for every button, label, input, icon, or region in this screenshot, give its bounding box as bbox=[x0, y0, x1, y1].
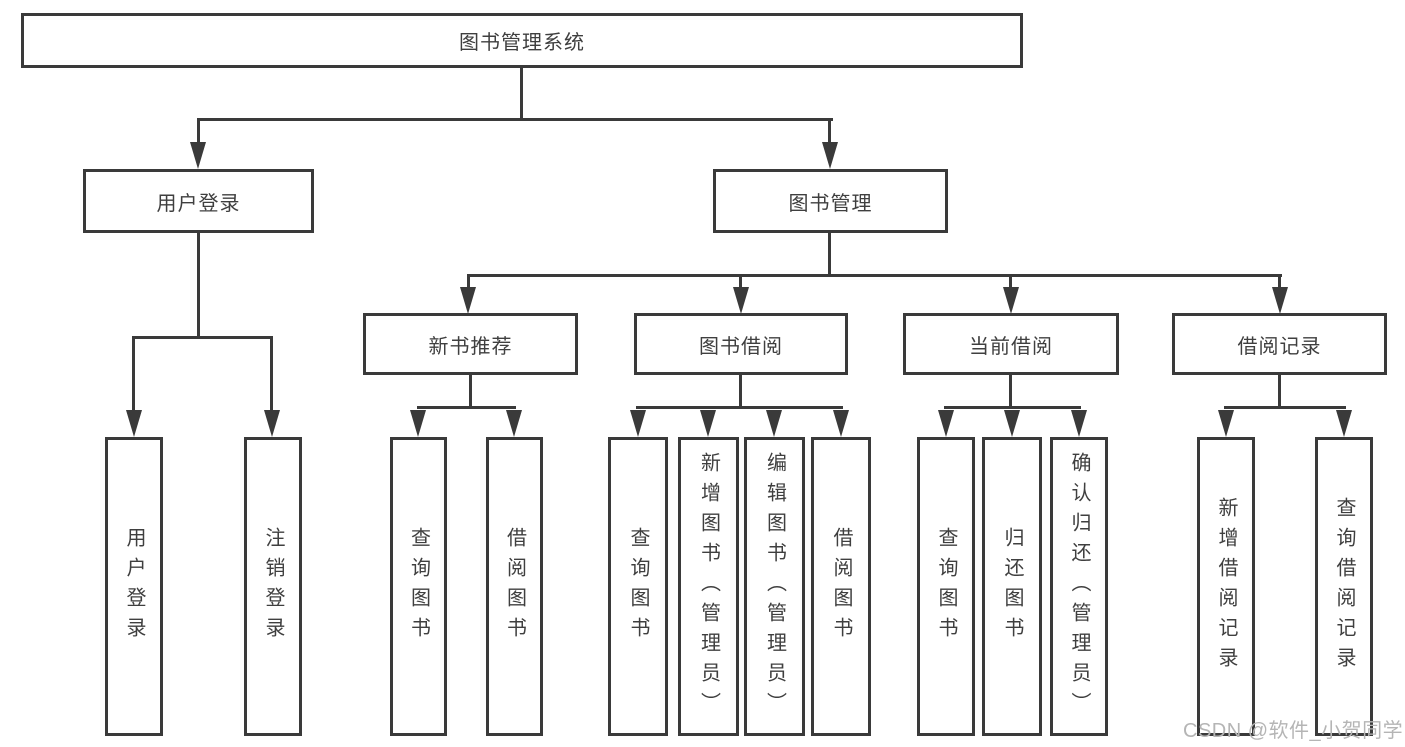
node-label: 图书管理系统 bbox=[459, 32, 585, 54]
leaf-user-login: 用户登录 bbox=[105, 437, 163, 736]
node-label: 查询图书 bbox=[407, 526, 430, 647]
csdn-watermark: CSDN @软件_小贺同学 bbox=[1183, 720, 1404, 742]
leaf-borrow-books: 借阅图书 bbox=[811, 437, 871, 736]
connector-root-stub-left bbox=[197, 118, 200, 143]
connector-root-stub-right bbox=[828, 118, 831, 143]
connector-book-trunk bbox=[828, 233, 831, 274]
arrow-down-icon bbox=[700, 410, 716, 437]
connector-book-stub-4 bbox=[1278, 274, 1281, 288]
leaf-return-books: 归还图书 bbox=[982, 437, 1042, 736]
connector-recommend-trunk bbox=[469, 375, 472, 406]
connector-borrow-trunk bbox=[739, 375, 742, 406]
node-label: 图书借阅 bbox=[699, 335, 783, 358]
leaf-confirm-return-admin: 确认归还（管理员） bbox=[1050, 437, 1108, 736]
node-label: 图书管理 bbox=[788, 192, 873, 215]
connector-book-bar bbox=[467, 274, 1282, 277]
connector-user-stub-right bbox=[270, 336, 273, 410]
connector-book-stub-1 bbox=[467, 274, 470, 288]
node-label: 借阅图书 bbox=[830, 526, 852, 647]
arrow-down-icon bbox=[822, 142, 838, 169]
arrow-down-icon bbox=[190, 142, 206, 169]
arrow-down-icon bbox=[264, 410, 280, 437]
node-book-management: 图书管理 bbox=[713, 169, 948, 233]
arrow-down-icon bbox=[1071, 410, 1087, 437]
connector-recommend-bar bbox=[417, 406, 516, 409]
node-label: 用户登录 bbox=[123, 526, 145, 647]
node-system-root: 图书管理系统 bbox=[21, 13, 1023, 68]
leaf-add-borrow-record: 新增借阅记录 bbox=[1197, 437, 1255, 736]
node-label: 用户登录 bbox=[156, 192, 241, 215]
arrow-down-icon bbox=[766, 410, 782, 437]
node-label: 查询图书 bbox=[627, 526, 649, 647]
node-borrowing-records: 借阅记录 bbox=[1172, 313, 1387, 375]
node-label: 新书推荐 bbox=[428, 335, 513, 358]
connector-current-bar bbox=[944, 406, 1081, 409]
arrow-down-icon bbox=[1218, 410, 1234, 437]
leaf-query-borrow-record: 查询借阅记录 bbox=[1315, 437, 1373, 736]
arrow-down-icon bbox=[460, 287, 476, 314]
arrow-down-icon bbox=[833, 410, 849, 437]
leaf-add-books-admin: 新增图书（管理员） bbox=[678, 437, 739, 736]
arrow-down-icon bbox=[938, 410, 954, 437]
arrow-down-icon bbox=[506, 410, 522, 437]
connector-book-stub-2 bbox=[739, 274, 742, 288]
leaf-logout: 注销登录 bbox=[244, 437, 302, 736]
connector-current-trunk bbox=[1009, 375, 1012, 406]
node-label: 注销登录 bbox=[262, 526, 284, 647]
connector-root-trunk bbox=[520, 68, 523, 118]
node-label: 查询图书 bbox=[935, 526, 957, 647]
connector-user-bar bbox=[132, 336, 273, 339]
arrow-down-icon bbox=[1003, 287, 1019, 314]
leaf-recommend-borrow-books: 借阅图书 bbox=[486, 437, 543, 736]
connector-borrow-bar bbox=[636, 406, 843, 409]
arrow-down-icon bbox=[1336, 410, 1352, 437]
node-book-borrowing: 图书借阅 bbox=[634, 313, 848, 375]
node-label: 新增借阅记录 bbox=[1215, 496, 1237, 677]
node-label: 查询借阅记录 bbox=[1333, 496, 1355, 677]
leaf-borrow-query-books: 查询图书 bbox=[608, 437, 668, 736]
node-user-login: 用户登录 bbox=[83, 169, 314, 233]
connector-user-stub-left bbox=[132, 336, 135, 410]
arrow-down-icon bbox=[733, 287, 749, 314]
node-new-book-recommendation: 新书推荐 bbox=[363, 313, 578, 375]
node-label: 新增图书（管理员） bbox=[697, 451, 720, 722]
leaf-current-query-books: 查询图书 bbox=[917, 437, 975, 736]
node-label: 编辑图书（管理员） bbox=[763, 451, 786, 722]
node-label: 确认归还（管理员） bbox=[1068, 451, 1090, 722]
leaf-edit-books-admin: 编辑图书（管理员） bbox=[744, 437, 805, 736]
leaf-recommend-query-books: 查询图书 bbox=[390, 437, 447, 736]
arrow-down-icon bbox=[630, 410, 646, 437]
arrow-down-icon bbox=[1004, 410, 1020, 437]
connector-records-trunk bbox=[1278, 375, 1281, 406]
connector-root-bar bbox=[197, 118, 833, 121]
node-current-borrowing: 当前借阅 bbox=[903, 313, 1119, 375]
node-label: 当前借阅 bbox=[969, 335, 1053, 358]
node-label: 借阅记录 bbox=[1237, 335, 1322, 358]
node-label: 借阅图书 bbox=[503, 526, 526, 647]
arrow-down-icon bbox=[126, 410, 142, 437]
connector-book-stub-3 bbox=[1009, 274, 1012, 288]
arrow-down-icon bbox=[410, 410, 426, 437]
connector-records-bar bbox=[1224, 406, 1346, 409]
node-label: 归还图书 bbox=[1001, 526, 1023, 647]
arrow-down-icon bbox=[1272, 287, 1288, 314]
connector-user-trunk bbox=[197, 233, 200, 336]
